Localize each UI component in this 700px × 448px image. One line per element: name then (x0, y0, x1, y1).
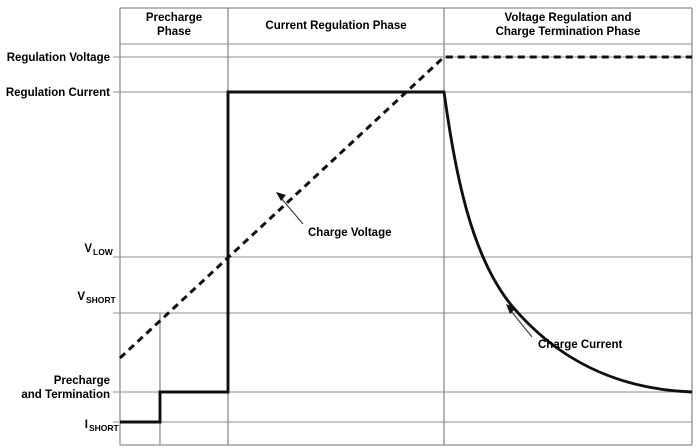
y-label-v-short-sub: SHORT (86, 295, 117, 305)
y-label-i-short-sub: SHORT (89, 423, 120, 433)
series-charge-current (120, 90, 693, 424)
y-label-v-low-sub: LOW (93, 247, 114, 257)
y-label-i-short: I SHORT (85, 419, 120, 433)
phase-header-precharge-line1: Precharge (146, 12, 202, 24)
phase-header-voltage-regulation-line2: Charge Termination Phase (496, 26, 641, 38)
charge-current-arrow-icon (506, 304, 516, 314)
y-label-precharge-line2: and Termination (21, 389, 110, 401)
y-label-regulation-voltage: Regulation Voltage (7, 52, 110, 64)
y-label-v-short: V SHORT (77, 291, 116, 305)
phase-header-voltage-regulation-line1: Voltage Regulation and (505, 12, 632, 24)
y-label-v-low-main: V (84, 243, 92, 255)
phase-dividers (159, 8, 445, 445)
charge-voltage-arrow-icon (276, 192, 286, 201)
phase-header-precharge-line2: Phase (157, 26, 191, 38)
phase-headers: Precharge Phase Current Regulation Phase… (146, 12, 641, 38)
annotation-charge-voltage: Charge Voltage (276, 192, 392, 239)
level-gridlines (113, 43, 692, 423)
y-label-precharge-line1: Precharge (54, 375, 110, 387)
annotation-label-charge-current: Charge Current (538, 339, 623, 351)
phase-header-current-regulation: Current Regulation Phase (265, 20, 406, 32)
y-label-precharge-termination: Precharge and Termination (21, 375, 110, 401)
annotation-charge-current: Charge Current (506, 304, 623, 351)
charge-voltage-leader-line (280, 197, 304, 225)
y-label-v-short-main: V (77, 291, 85, 303)
y-label-regulation-current: Regulation Current (6, 87, 110, 99)
annotation-label-charge-voltage: Charge Voltage (308, 227, 392, 239)
plot-frame (119, 7, 693, 446)
y-axis-labels: Regulation Voltage Regulation Current V … (6, 52, 120, 433)
charge-current-leader-line (510, 310, 533, 338)
y-label-i-short-main: I (85, 419, 88, 431)
y-label-v-low: V LOW (84, 243, 113, 257)
